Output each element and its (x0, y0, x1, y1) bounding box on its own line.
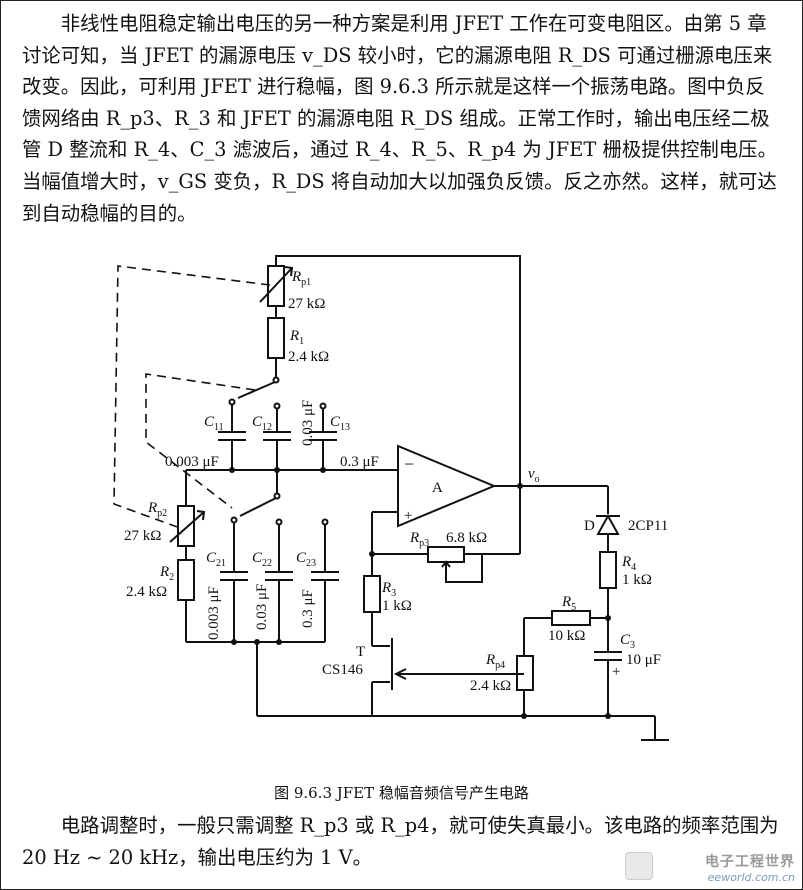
svg-text:C11: C11 (204, 414, 224, 433)
r1-resistor (267, 317, 285, 359)
rp2-value: 27 kΩ (124, 528, 161, 544)
jfet-oscillator-schematic: Rp1 27 kΩ R1 2.4 kΩ C11 C12 C13 0.003 μF… (113, 255, 669, 741)
gang-link-s1-s2 (145, 373, 256, 509)
c23-value: 0.3 μF (300, 589, 316, 628)
rp4-value: 2.4 kΩ (470, 678, 511, 694)
closing-paragraph: 电路调整时，一般只需调整 R_p3 或 R_p4，就可使失真最小。该电路的频率范… (22, 810, 782, 873)
c13-value: 0.3 μF (340, 454, 379, 470)
svg-text:R1: R1 (289, 328, 304, 347)
switch-s1 (237, 381, 276, 399)
jfet-ref: T (356, 644, 365, 660)
r4-resistor (599, 551, 617, 589)
watermark: 电子工程世界 eeworld.com.cn (705, 851, 795, 884)
svg-text:Rp4: Rp4 (485, 652, 505, 671)
r4-value: 1 kΩ (622, 572, 652, 588)
rp3-resistor (427, 546, 465, 563)
jfet-part: CS146 (322, 662, 363, 678)
rp3-value: 6.8 kΩ (446, 530, 487, 546)
closing-text: 电路调整时，一般只需调整 R_p3 或 R_p4，就可使失真最小。该电路的频率范… (22, 814, 779, 869)
r2-value: 2.4 kΩ (126, 584, 167, 600)
r5-value: 10 kΩ (548, 628, 585, 644)
c12-value: 0.03 μF (300, 400, 316, 446)
r2-resistor (177, 559, 195, 601)
inverting-input-sign: − (404, 454, 414, 474)
r1-value: 2.4 kΩ (288, 349, 329, 365)
svg-text:C13: C13 (330, 414, 350, 433)
r3-value: 1 kΩ (382, 598, 412, 614)
figure-caption: 图 9.6.3 JFET 稳幅音频信号产生电路 (274, 784, 529, 802)
c3-value: 10 μF (626, 652, 661, 668)
watermark-en: eeworld.com.cn (707, 871, 795, 884)
watermark-logo-icon (625, 852, 653, 880)
svg-text:R2: R2 (159, 564, 174, 583)
c11-value: 0.003 μF (165, 454, 219, 470)
diode-part: 2CP11 (628, 518, 668, 534)
opamp-a (397, 444, 497, 528)
gang-link-rp1-rp2 (113, 265, 271, 529)
noninverting-input-sign: + (404, 508, 412, 524)
svg-text:C23: C23 (296, 550, 316, 569)
svg-text:Rp1: Rp1 (291, 269, 311, 288)
c3-polarity: + (612, 664, 620, 680)
rp2-resistor (177, 505, 195, 547)
diode-d (596, 513, 620, 535)
c21-value: 0.003 μF (206, 586, 222, 640)
svg-text:R3: R3 (381, 580, 396, 599)
svg-text:C21: C21 (206, 550, 226, 569)
r3-resistor (363, 575, 381, 613)
rp1-value: 27 kΩ (288, 296, 325, 312)
c22-value: 0.03 μF (254, 584, 270, 630)
r5-resistor (551, 610, 591, 626)
svg-text:C12: C12 (252, 414, 272, 433)
intro-text: 非线性电阻稳定输出电压的另一种方案是利用 JFET 工作在可变电阻区。由第 5 … (22, 12, 777, 225)
svg-text:Rp3: Rp3 (409, 530, 429, 549)
svg-text:C22: C22 (252, 550, 272, 569)
svg-text:C3: C3 (620, 632, 635, 651)
watermark-cn: 电子工程世界 (705, 854, 795, 870)
intro-paragraph: 非线性电阻稳定输出电压的另一种方案是利用 JFET 工作在可变电阻区。由第 5 … (22, 8, 782, 229)
svg-text:R5: R5 (561, 594, 576, 613)
switch-s2 (239, 497, 277, 517)
svg-text:R4: R4 (621, 554, 636, 573)
diode-ref: D (584, 518, 595, 534)
svg-text:vo: vo (528, 466, 540, 485)
opamp-label: A (432, 480, 443, 496)
svg-text:Rp2: Rp2 (147, 500, 167, 519)
